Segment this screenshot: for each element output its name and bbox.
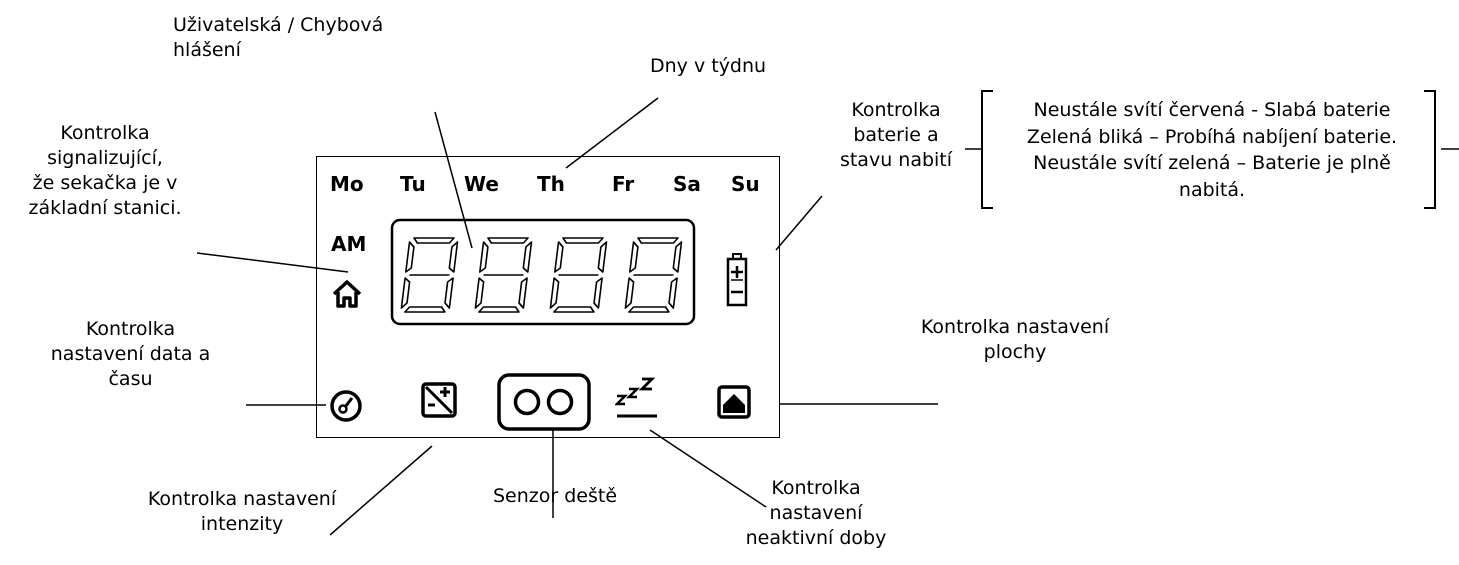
day-th: Th (537, 172, 565, 196)
days-label: Dny v týdnu (650, 55, 767, 77)
rain-sensor-icon (497, 373, 591, 431)
lcd-digit-frame (390, 218, 696, 326)
am-indicator: AM (331, 232, 367, 256)
day-tu: Tu (400, 172, 426, 196)
intensity-icon (421, 382, 457, 418)
day-fr: Fr (612, 172, 635, 196)
lcd-panel (316, 156, 780, 438)
day-mo: Mo (330, 172, 364, 196)
day-su: Su (731, 172, 760, 196)
lcd-digits (400, 237, 683, 313)
day-sa: Sa (673, 172, 701, 196)
area-icon (717, 385, 751, 419)
day-we: We (464, 172, 499, 196)
clock-icon (330, 390, 362, 422)
rain-sensor-label: Senzor deště (492, 485, 618, 507)
home-icon (332, 280, 362, 308)
sleep-icon (615, 377, 657, 418)
battery-icon (726, 253, 748, 307)
